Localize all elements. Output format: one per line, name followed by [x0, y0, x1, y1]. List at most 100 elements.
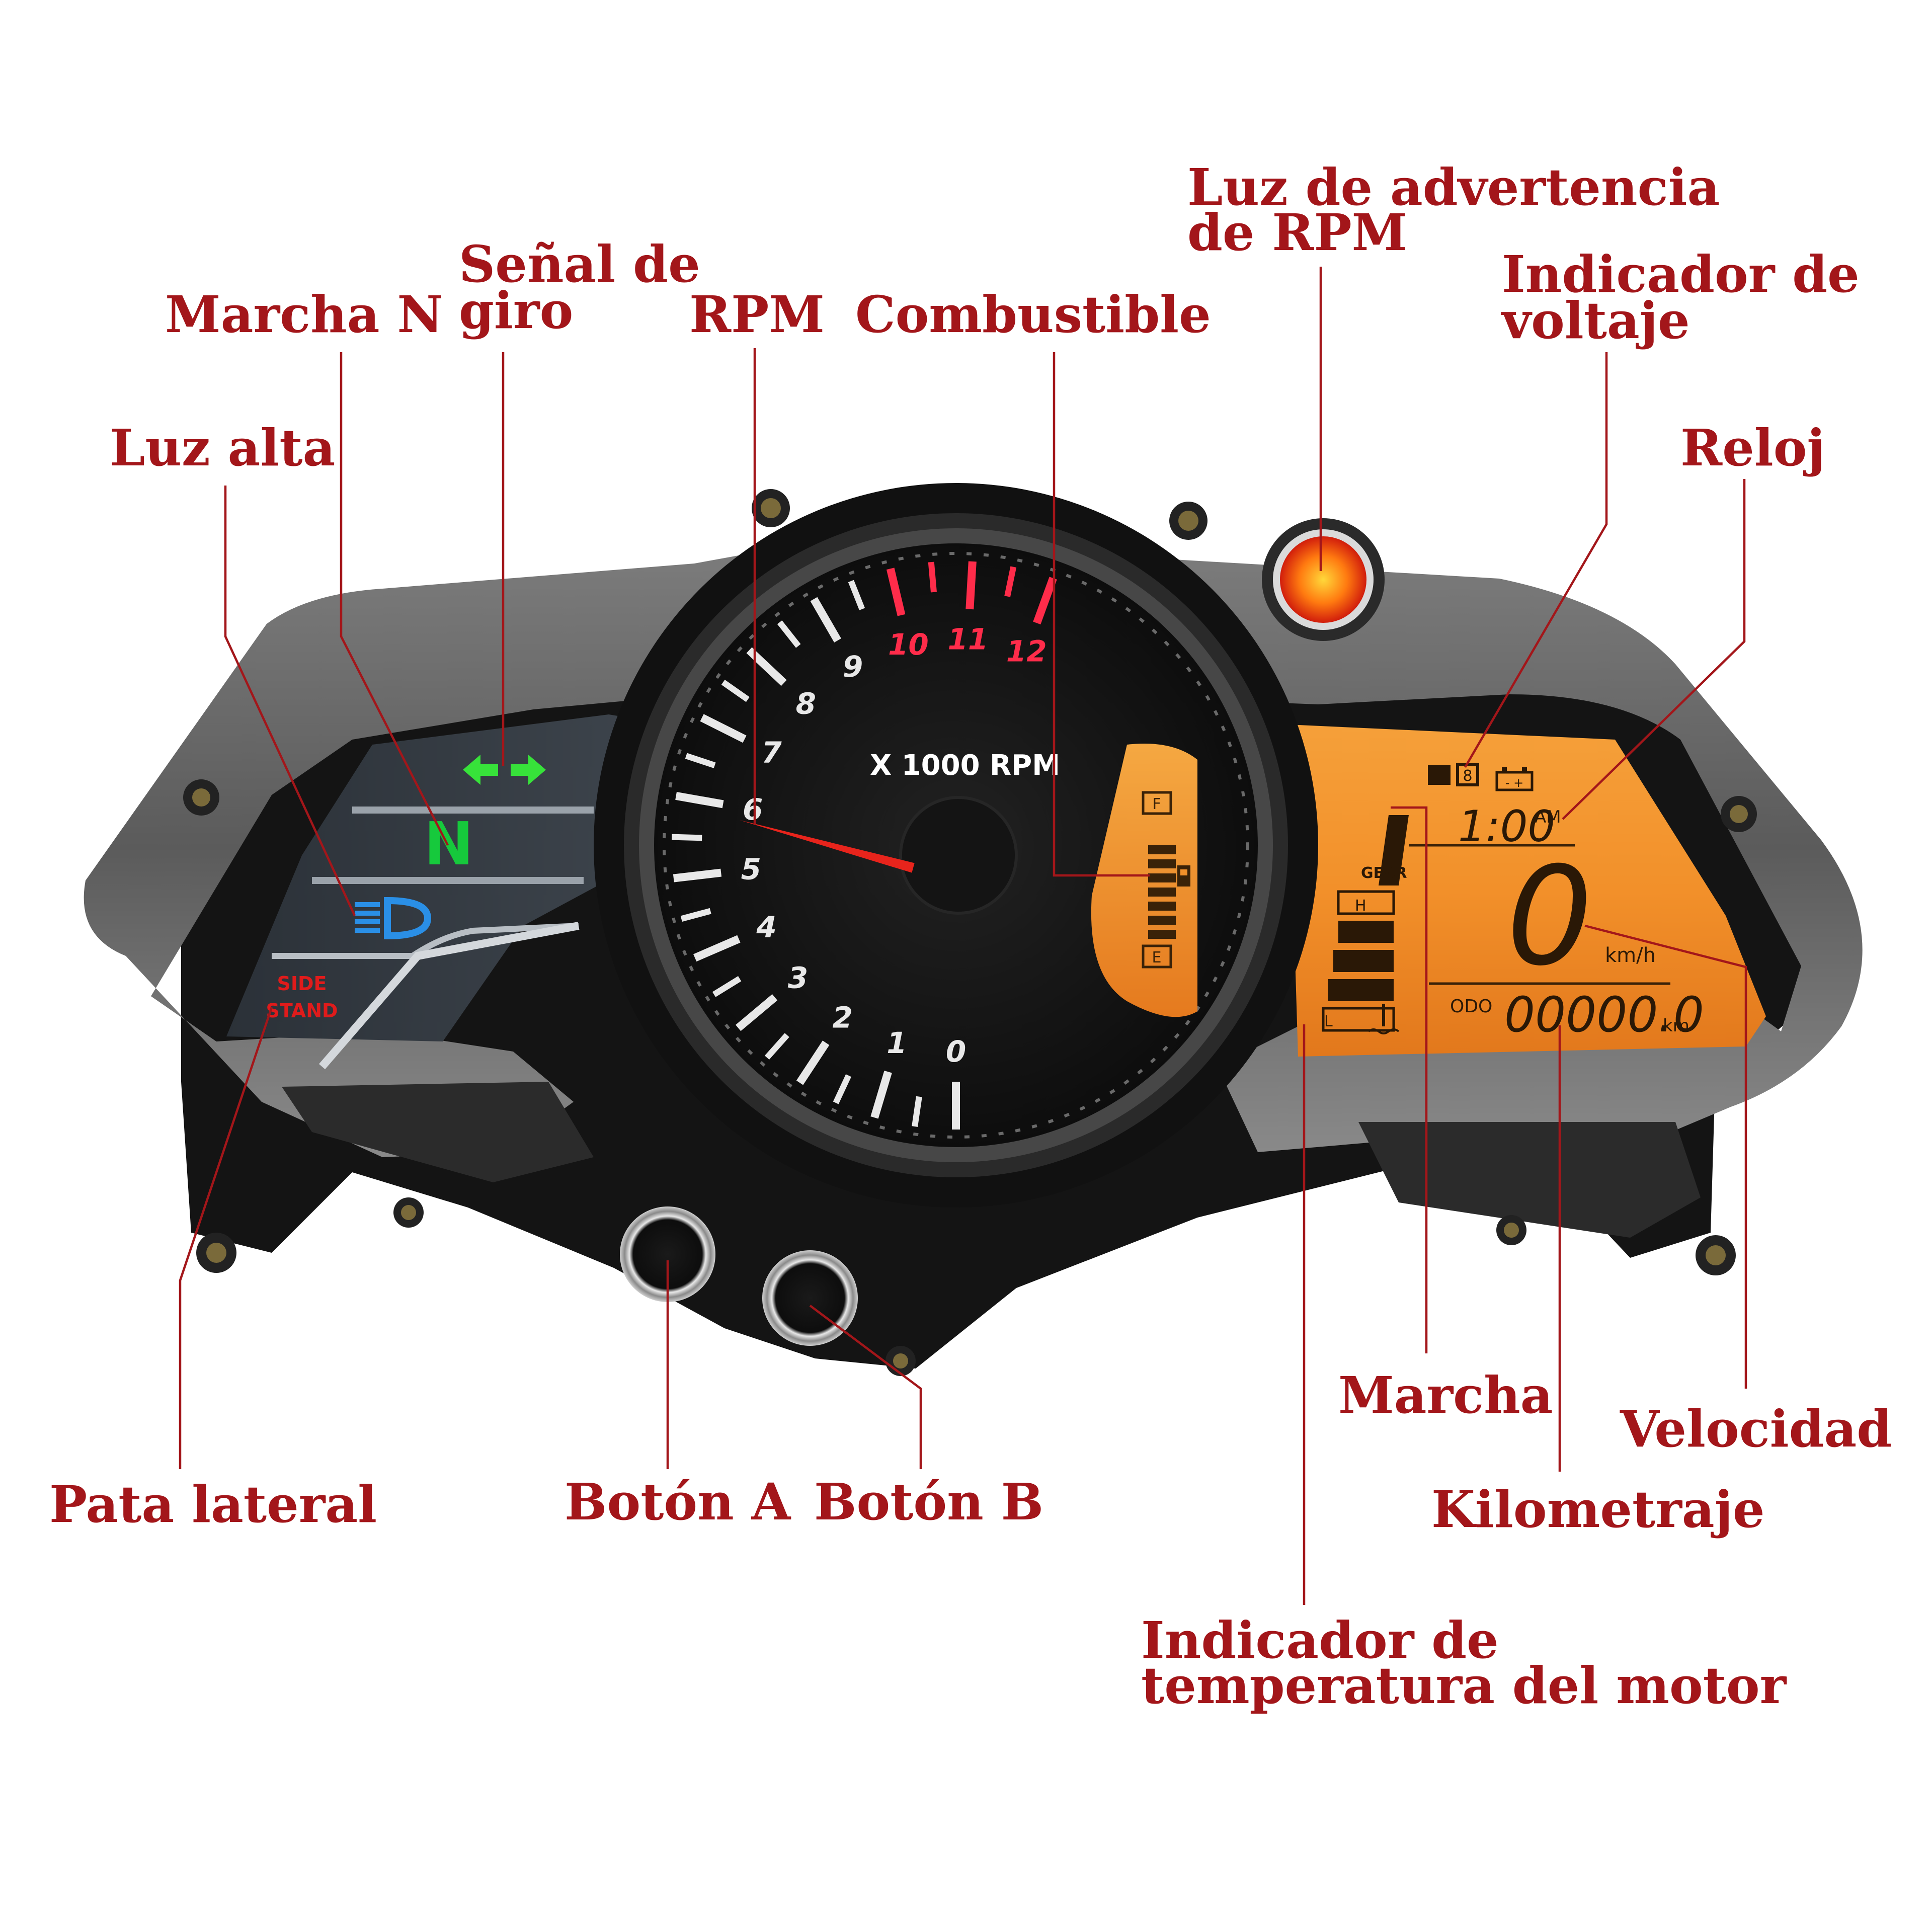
- fuel-segment: [1148, 930, 1176, 939]
- fuel-segment: [1148, 902, 1176, 911]
- odometer-unit: km: [1663, 1016, 1689, 1036]
- clock-suffix: AM: [1535, 807, 1561, 827]
- label-button-a: Botón A: [565, 1472, 791, 1532]
- battery-icon: - +: [1495, 767, 1534, 791]
- gear-indicator: GEAR: [1361, 815, 1409, 886]
- rpm-warning-light: [1262, 518, 1385, 641]
- fuel-segment: [1148, 859, 1176, 868]
- side-stand-indicator: SIDE STAND: [266, 973, 338, 1022]
- leader-clock: [1562, 479, 1746, 820]
- tach-tick: [833, 1074, 852, 1104]
- leader-neutral: [340, 352, 449, 846]
- tach-tick-label: 0: [946, 1034, 966, 1069]
- label-gear: Marcha: [1338, 1365, 1553, 1425]
- turn-signal-icon: [463, 755, 546, 785]
- tach-tick-label: 7: [761, 736, 782, 770]
- tach-tick: [672, 834, 702, 841]
- bolt: [752, 489, 790, 527]
- bolt: [1169, 502, 1208, 540]
- tach-tick: [912, 1096, 922, 1127]
- label-turn-signal-2: giro: [459, 281, 573, 340]
- tach-tick-label: 12: [1006, 634, 1047, 669]
- fuel-empty-mark: E: [1152, 949, 1162, 967]
- bolt: [1721, 796, 1757, 832]
- label-voltage-1: Indicador de: [1502, 245, 1860, 304]
- gear-label: GEAR: [1361, 864, 1407, 882]
- temp-high-mark: H: [1355, 897, 1366, 915]
- label-neutral: Marcha N: [165, 285, 443, 344]
- tach-tick-label: 6: [743, 792, 763, 827]
- tach-tick: [777, 620, 801, 648]
- tach-tick-label: 2: [833, 1001, 853, 1035]
- tach-tick: [736, 994, 778, 1031]
- tach-tick-label: 4: [756, 910, 776, 944]
- tach-tick: [848, 580, 865, 610]
- tach-tick: [700, 714, 747, 743]
- speed-unit: km/h: [1605, 944, 1656, 967]
- leader-button-b: [809, 1305, 922, 1469]
- fuel-segment: [1148, 916, 1176, 925]
- tach-tick: [680, 908, 711, 922]
- label-fuel: Combustible: [855, 285, 1211, 344]
- engine-temp-indicator: H L: [1322, 890, 1400, 1034]
- tach-tick: [721, 680, 750, 702]
- tach-tick: [1033, 577, 1057, 625]
- tach-tick-label: 11: [947, 622, 988, 657]
- odometer-display: 00000.0: [1504, 987, 1704, 1043]
- leader-side-stand: [179, 1007, 273, 1469]
- label-rpm: RPM: [689, 285, 825, 344]
- tach-needle: [740, 820, 915, 873]
- label-rpm-warning-1: Luz de advertencia: [1187, 157, 1720, 217]
- label-engine-temp-2: temperatura del motor: [1141, 1656, 1787, 1715]
- callout-labels: Luz de advertencia de RPM Señal de giro …: [49, 157, 1892, 1715]
- tach-tick: [712, 976, 742, 997]
- leader-speed: [1584, 924, 1747, 1389]
- tach-tick-label: 8: [796, 687, 816, 721]
- label-voltage-2: voltaje: [1501, 291, 1690, 350]
- label-high-beam: Luz alta: [110, 418, 335, 477]
- fuel-pump-icon: [1177, 865, 1190, 887]
- tach-tick: [796, 1040, 830, 1085]
- high-beam-icon: [355, 897, 432, 940]
- bolt: [393, 1197, 424, 1228]
- leader-gear: [1391, 806, 1428, 1353]
- label-rpm-warning-2: de RPM: [1187, 203, 1407, 262]
- speed-display: 0: [1506, 837, 1593, 996]
- tach-tick: [965, 561, 977, 610]
- tach-tick: [928, 561, 937, 593]
- temp-low-mark: L: [1324, 1013, 1333, 1030]
- tach-unit-label: X 1000 RPM: [870, 749, 1060, 782]
- leader-voltage: [1464, 352, 1608, 768]
- coolant-icon: [1367, 1004, 1400, 1034]
- left-indicator-panel: N SIDE STAND: [226, 714, 669, 1070]
- fuel-gauge: F E: [1091, 744, 1197, 1017]
- bolt: [886, 1346, 916, 1376]
- label-speed: Velocidad: [1620, 1399, 1892, 1459]
- leader-high-beam: [224, 486, 356, 916]
- mounting-bolts: [183, 489, 1757, 1376]
- fuel-full-mark: F: [1152, 795, 1161, 813]
- label-turn-signal-1: Señal de: [459, 234, 700, 294]
- tach-tick: [673, 868, 722, 882]
- tach-tick: [886, 568, 906, 616]
- tach-tick: [764, 1033, 789, 1060]
- battery-mark: - +: [1505, 776, 1523, 790]
- bolt: [196, 1233, 236, 1273]
- bolt: [1496, 1215, 1526, 1245]
- fuel-level-segments: [1148, 845, 1176, 939]
- leader-lines: [179, 267, 1747, 1605]
- neutral-indicator: N: [424, 809, 474, 878]
- label-odometer: Kilometraje: [1431, 1480, 1765, 1539]
- label-engine-temp-1: Indicador de: [1141, 1611, 1499, 1670]
- tach-ticks: [672, 561, 1057, 1130]
- label-clock: Reloj: [1680, 418, 1825, 477]
- tach-tick: [870, 1070, 892, 1119]
- button-b[interactable]: [762, 1250, 858, 1346]
- button-a[interactable]: [620, 1206, 715, 1302]
- tach-tick-label: 5: [741, 852, 761, 887]
- fuel-segment: [1148, 873, 1176, 882]
- label-button-b: Botón B: [814, 1472, 1043, 1532]
- fuel-segment: [1148, 845, 1176, 854]
